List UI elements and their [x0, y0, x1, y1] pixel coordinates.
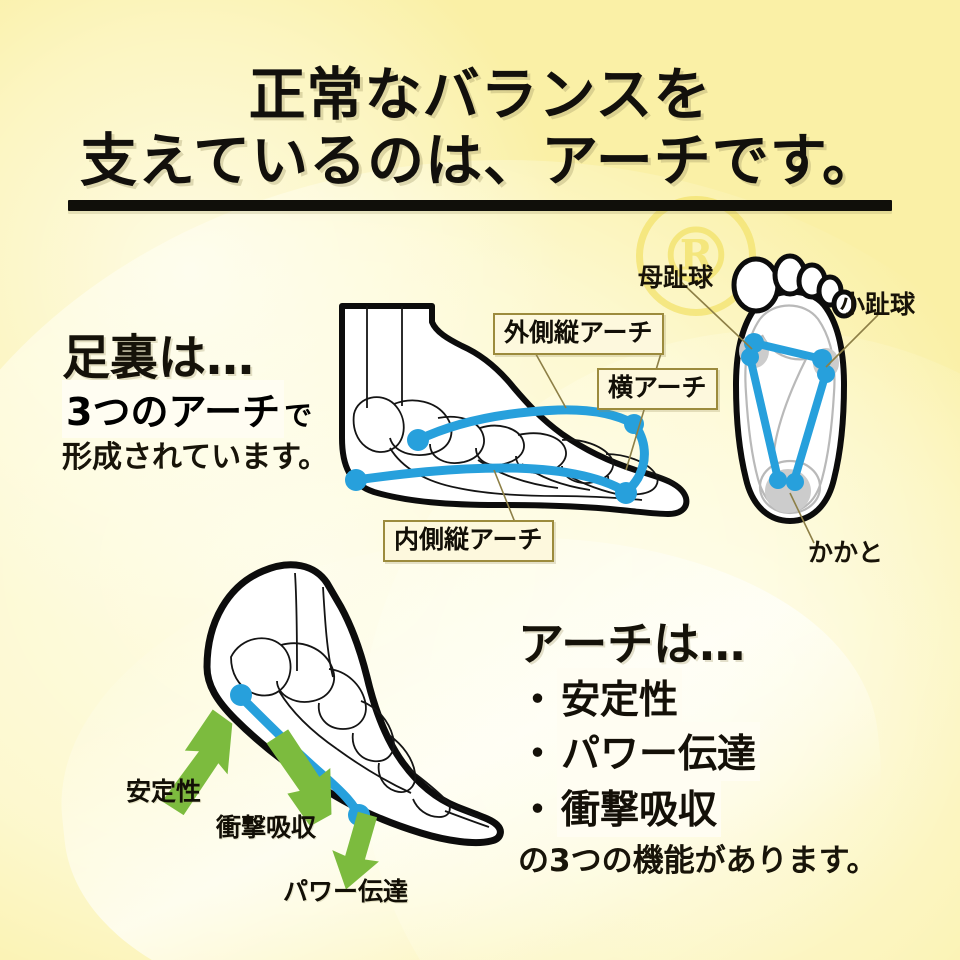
intro-highlight-text: 3つのアーチ	[62, 380, 285, 438]
label-lateral-longitudinal-arch: 外側縦アーチ	[493, 313, 664, 355]
arch-function-item-3: ・衝撃吸収	[518, 778, 722, 837]
arch-functions-heading: アーチは…	[518, 617, 746, 671]
bullet-marker-1: ・	[518, 678, 558, 723]
intro-heading: 足裏は…	[62, 330, 255, 386]
arch-functions-tail-text: の3つの機能があります。	[518, 843, 878, 879]
label-ball-of-little-toe: 小趾球	[840, 290, 916, 319]
title-line-1: 正常なバランスを	[248, 62, 712, 128]
lateral-foot-diagram	[339, 303, 690, 541]
page-title: 正常なバランスを 支えているのは、アーチです。	[0, 62, 960, 194]
arrow-label-stability: 安定性	[126, 777, 202, 806]
arch-function-foot-diagram	[162, 561, 504, 890]
label-heel: かかと	[808, 538, 884, 567]
label-ball-of-big-toe: 母趾球	[638, 263, 714, 292]
arch-function-item-2: ・パワー伝達	[518, 722, 761, 781]
arch-function-label-3: 衝撃吸収	[557, 778, 722, 837]
title-line-2: 支えているのは、アーチです。	[79, 128, 881, 195]
bullet-marker-3: ・	[518, 788, 558, 833]
intro-highlight-suffix: で	[284, 399, 313, 432]
arrow-label-power-transfer: パワー伝達	[283, 877, 409, 906]
arch-function-label-2: パワー伝達	[557, 722, 761, 781]
sole-foot-diagram	[679, 253, 879, 544]
arch-function-item-1: ・安定性	[518, 668, 683, 727]
intro-tail-text: 形成されています。	[62, 440, 329, 475]
arch-function-label-1: 安定性	[557, 668, 683, 727]
label-medial-longitudinal-arch: 内側縦アーチ	[383, 520, 554, 562]
label-transverse-arch: 横アーチ	[597, 368, 718, 410]
intro-highlight-line: 3つのアーチで	[62, 380, 312, 438]
title-underline-rule	[68, 200, 892, 211]
bullet-marker-2: ・	[518, 732, 558, 777]
arrow-label-shock-absorption: 衝撃吸収	[216, 813, 317, 842]
